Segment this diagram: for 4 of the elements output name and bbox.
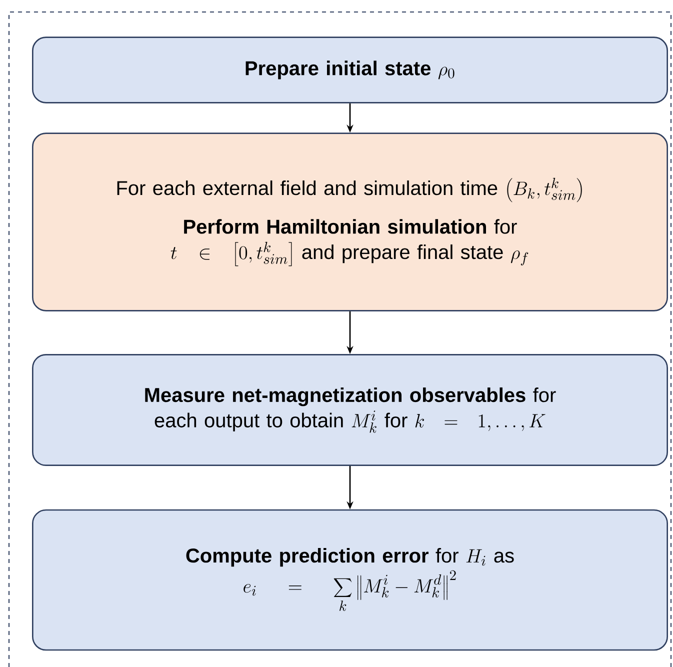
process-box: Measure net-magnetization observables for each output to obtain $M_k^i$ for $k = 1, \ldots, K$: [32, 354, 668, 466]
process-box: Prepare initial state $\rho_0$: [32, 36, 668, 104]
process-box: For each external field and simulation time $\left(B_k, t_{sim}^k\right)$ Perform Hamiltonian simulation for $t \in \left[0, t_{sim}^k\right]$ and prepare final state $\rho_f$: [32, 132, 668, 312]
process-box: Compute prediction error for $H_i$ as $e_i = \sum_k \left\| M_k^i - M_k^d \right\|^2$: [32, 509, 668, 651]
